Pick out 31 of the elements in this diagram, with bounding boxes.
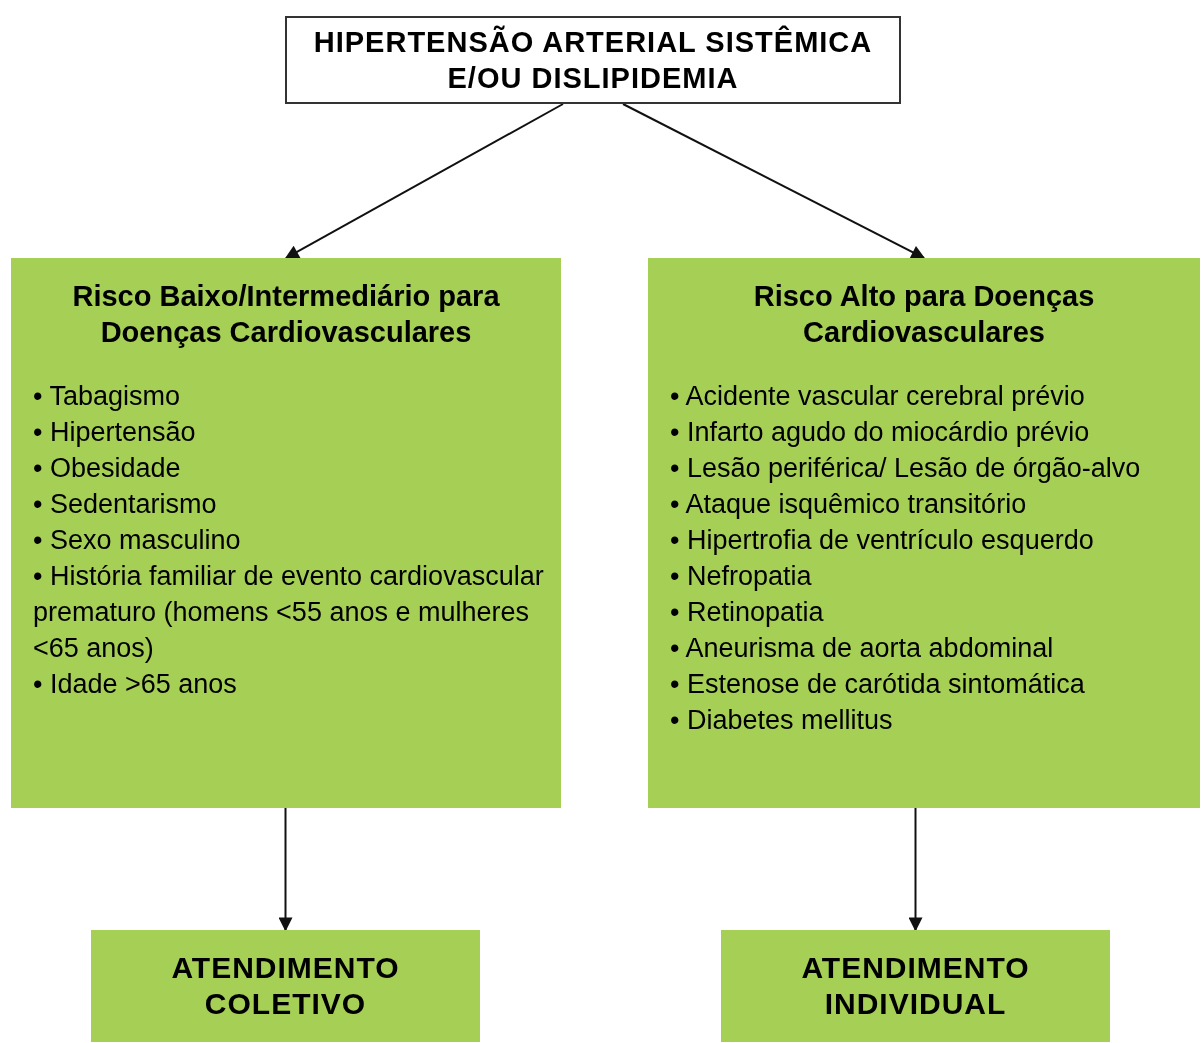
list-item: • Lesão periférica/ Lesão de órgão-alvo: [670, 452, 1142, 485]
list-item: • Nefropatia: [670, 560, 813, 593]
list-item: • Tabagismo: [33, 380, 182, 413]
list-item: • Acidente vascular cerebral prévio: [670, 380, 1086, 413]
list-item: • Aneurisma de aorta abdominal: [670, 632, 1055, 665]
arrow: [278, 807, 293, 932]
outcome-text: ATENDIMENTO INDIVIDUAL: [800, 950, 1031, 1022]
list-item: • Hipertrofia de ventrículo esquerdo: [670, 524, 1095, 557]
list-item: • Estenose de carótida sintomática: [670, 668, 1086, 701]
list-item: • História familiar de evento cardiovascular prematuro (homens <55 anos e mulheres <65 anos): [33, 560, 545, 665]
list-item: • Diabetes mellitus: [670, 704, 894, 737]
list-item: • Ataque isquêmico transitório: [670, 488, 1028, 521]
list-item: • Retinopatia: [670, 596, 825, 629]
list-item: • Infarto agudo do miocárdio prévio: [670, 416, 1091, 449]
list-item: • Hipertensão: [33, 416, 197, 449]
outcome-text: ATENDIMENTO COLETIVO: [170, 950, 401, 1022]
arrow: [622, 103, 926, 259]
arrow: [284, 103, 564, 259]
box-heading: Risco Alto para Doenças Cardiovasculares: [752, 279, 1096, 350]
title-box: [285, 16, 901, 104]
list-item: • Sexo masculino: [33, 524, 242, 557]
arrow: [908, 807, 923, 932]
box-heading: Risco Baixo/Intermediário para Doenças Cardiovasculares: [71, 279, 501, 350]
risk-box: [648, 258, 1200, 808]
list-item: • Sedentarismo: [33, 488, 218, 521]
outcome-box: [721, 930, 1110, 1042]
outcome-box: [91, 930, 480, 1042]
title-text: HIPERTENSÃO ARTERIAL SISTÊMICA E/OU DISLIPIDEMIA: [312, 24, 874, 96]
list-item: • Obesidade: [33, 452, 182, 485]
risk-box: [11, 258, 561, 808]
list-item: • Idade >65 anos: [33, 668, 238, 701]
